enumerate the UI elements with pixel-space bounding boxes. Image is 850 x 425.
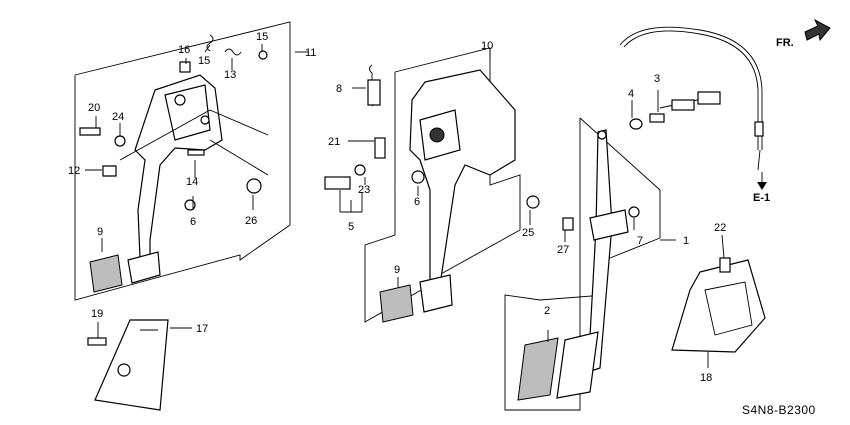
callout-26: 26: [245, 215, 257, 227]
callout-2: 2: [544, 305, 550, 317]
reference-label: E-1: [753, 192, 770, 204]
callout-21: 21: [328, 136, 340, 148]
callout-17: 17: [196, 323, 208, 335]
accelerator-pedal-assembly: [517, 129, 640, 401]
leader-lines: [85, 44, 725, 368]
callout-14: 14: [186, 176, 198, 188]
callout-numbers: 1 2 3 4 5 6 6 7 8 9 9 10 11 12 13 14 15 …: [68, 31, 726, 384]
group-11-boundary: [74, 21, 291, 301]
cover-18: [671, 259, 766, 353]
callout-6b: 6: [414, 196, 420, 208]
callout-3: 3: [654, 73, 660, 85]
callout-25: 25: [522, 227, 534, 239]
callout-19: 19: [91, 308, 103, 320]
callout-15a: 15: [198, 55, 210, 67]
callout-24: 24: [112, 111, 124, 123]
callout-18: 18: [700, 372, 712, 384]
clutch-pedal-assembly: [79, 34, 269, 293]
callout-4: 4: [628, 88, 634, 100]
callout-8: 8: [336, 83, 342, 95]
front-direction-label: FR.: [776, 37, 794, 49]
callout-1: 1: [683, 235, 689, 247]
callout-12: 12: [68, 165, 80, 177]
callout-7: 7: [637, 235, 643, 247]
callout-5: 5: [348, 221, 354, 233]
callout-6a: 6: [190, 216, 196, 228]
throttle-cable: [619, 26, 764, 171]
diagram-code: S4N8-B2300: [742, 403, 816, 417]
front-direction-arrow: FR.: [776, 18, 831, 49]
reference-e1: E-1: [753, 172, 770, 204]
callout-22: 22: [714, 222, 726, 234]
group-1-boundary: [504, 117, 661, 411]
callout-20: 20: [88, 102, 100, 114]
bolt-19: [87, 337, 107, 346]
callout-9a: 9: [97, 226, 103, 238]
callout-10: 10: [481, 40, 493, 52]
callout-15b: 15: [256, 31, 268, 43]
bolt-22: [719, 257, 731, 273]
callout-11: 11: [305, 47, 316, 59]
callout-27: 27: [557, 244, 569, 256]
foot-rest-pad: [94, 319, 169, 411]
callout-9b: 9: [394, 264, 400, 276]
callout-16: 16: [178, 44, 190, 56]
callout-23: 23: [358, 184, 370, 196]
callout-13: 13: [224, 69, 236, 81]
brake-pedal-assembly: [324, 64, 540, 323]
